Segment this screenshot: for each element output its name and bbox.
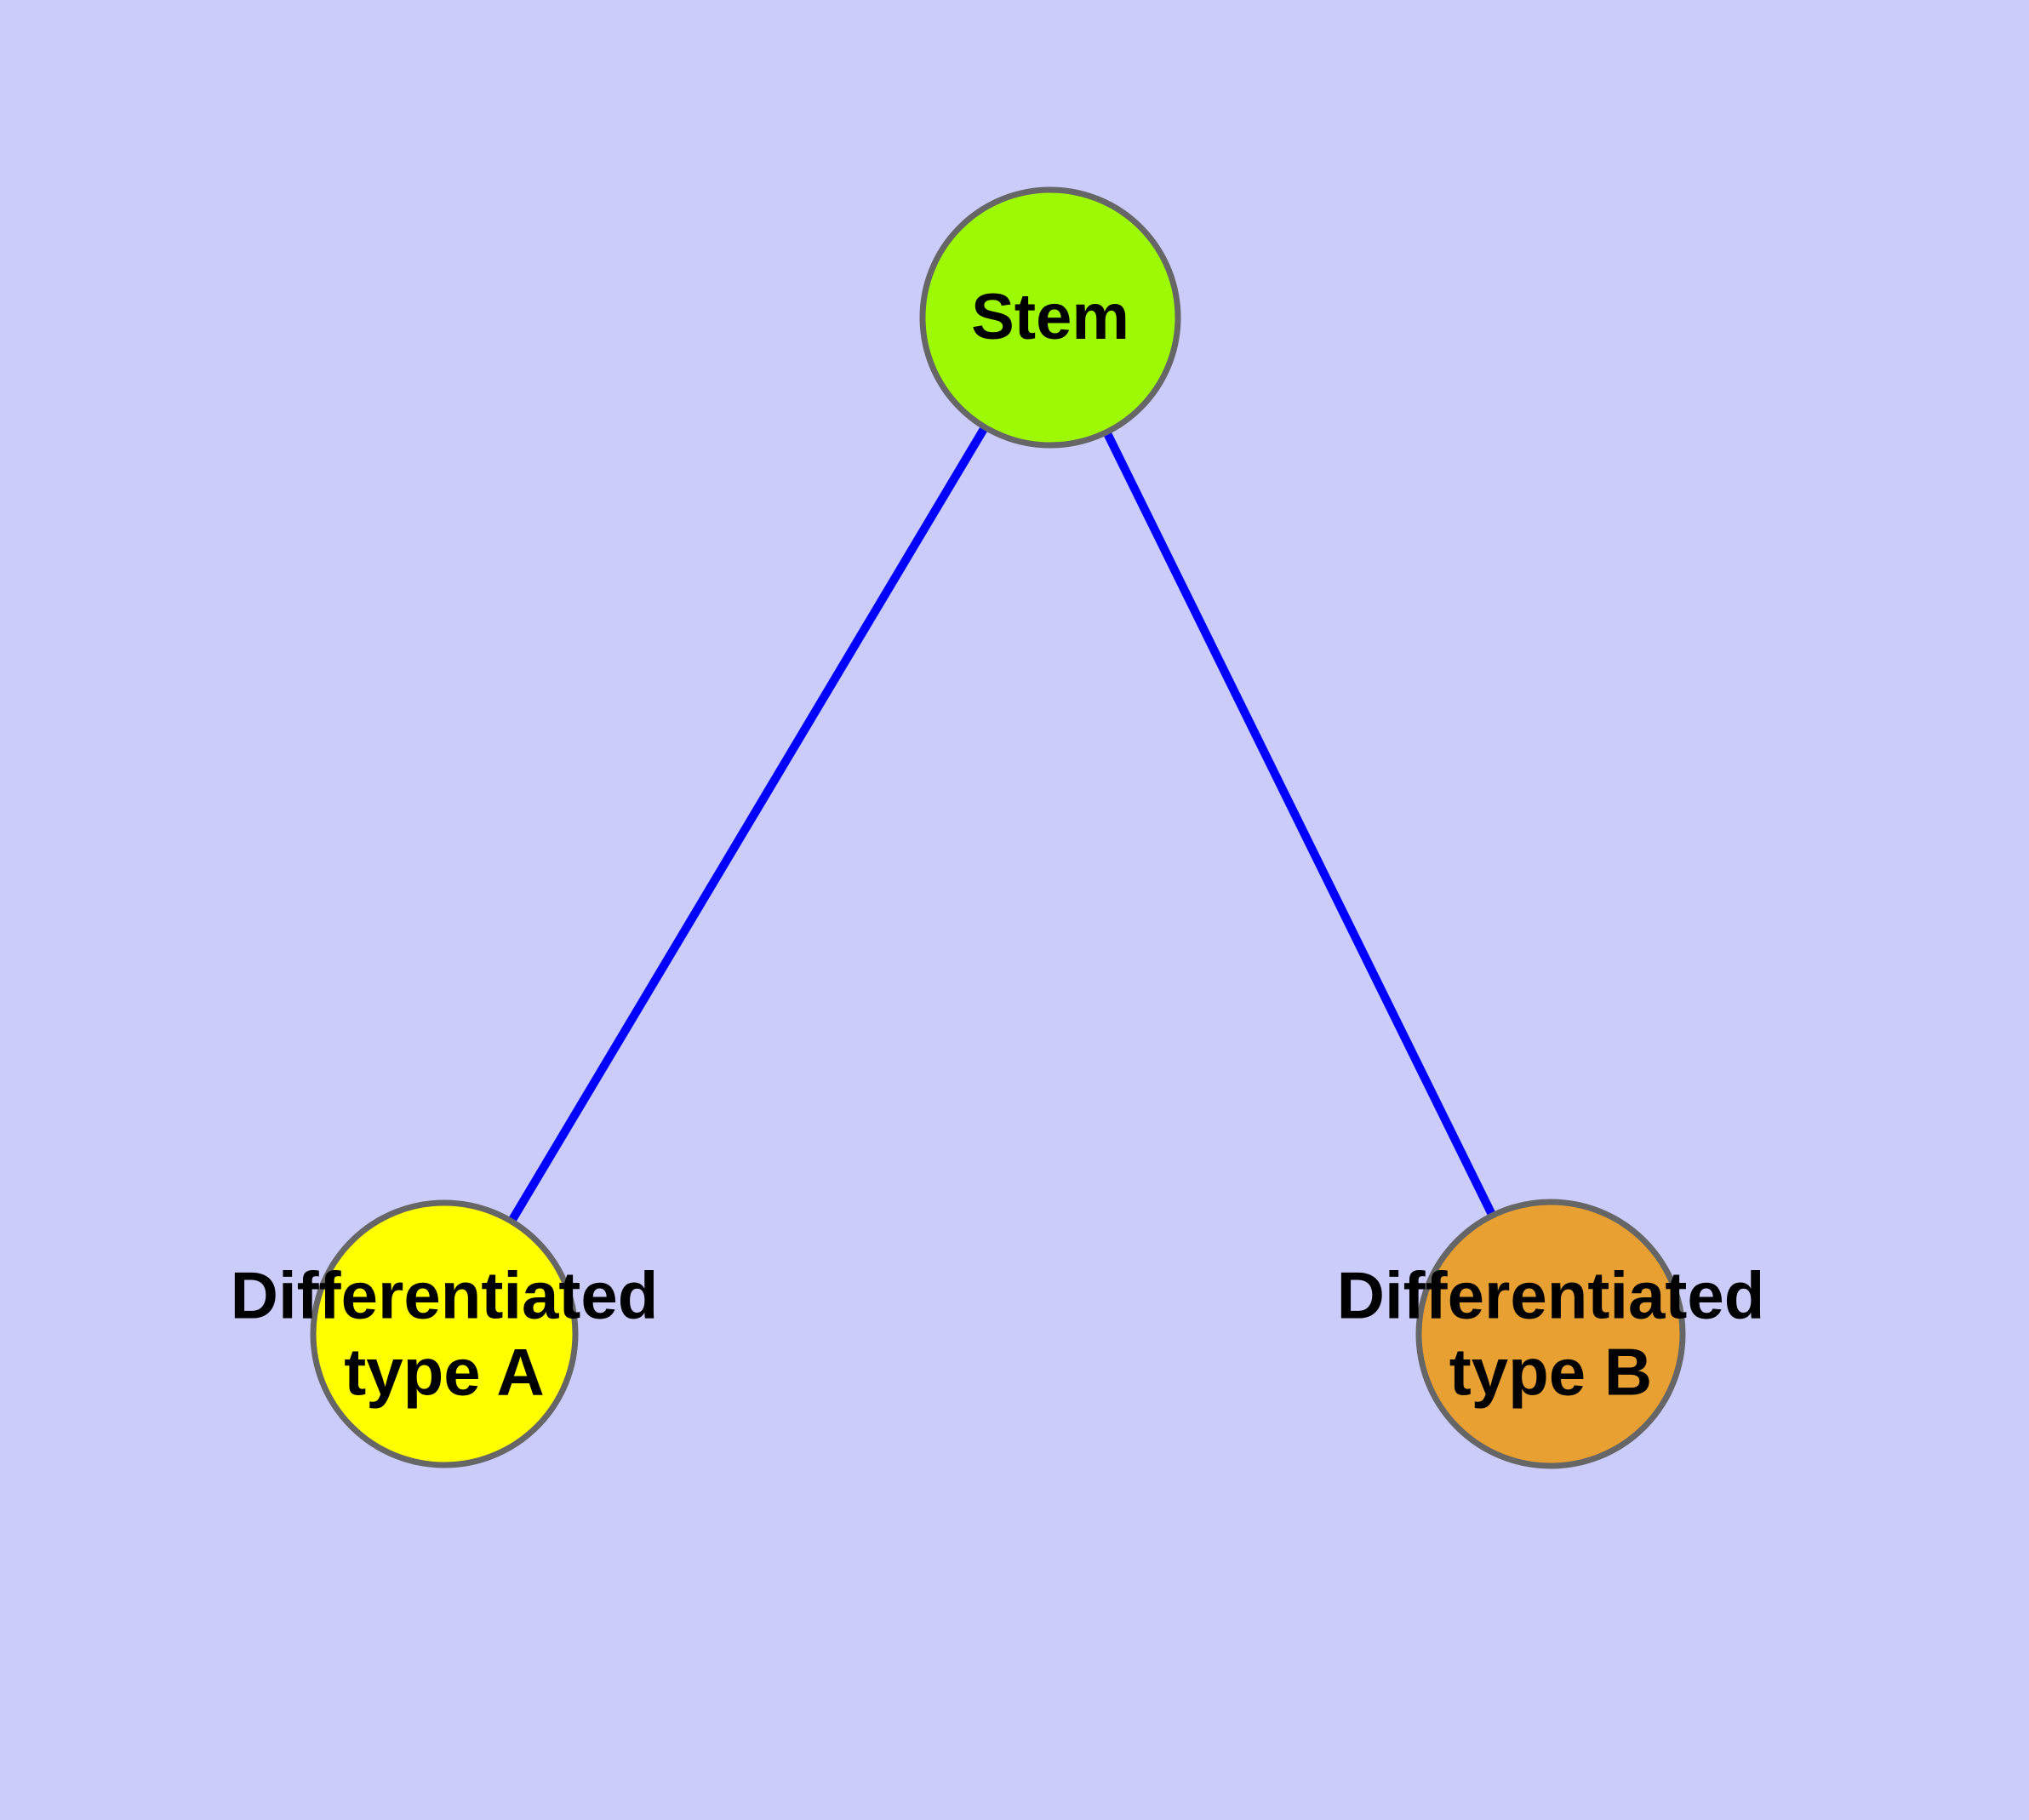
node-layer xyxy=(310,186,1686,1469)
graph-edge-stem-to-diff-a[interactable] xyxy=(440,315,1055,1336)
graph-node-diff-b[interactable] xyxy=(1415,1199,1686,1469)
graph-node-diff-a[interactable] xyxy=(310,1199,579,1468)
graph-node-stem[interactable] xyxy=(919,186,1181,449)
graph-edge-stem-to-diff-b[interactable] xyxy=(1046,315,1555,1336)
edge-layer xyxy=(440,315,1555,1336)
